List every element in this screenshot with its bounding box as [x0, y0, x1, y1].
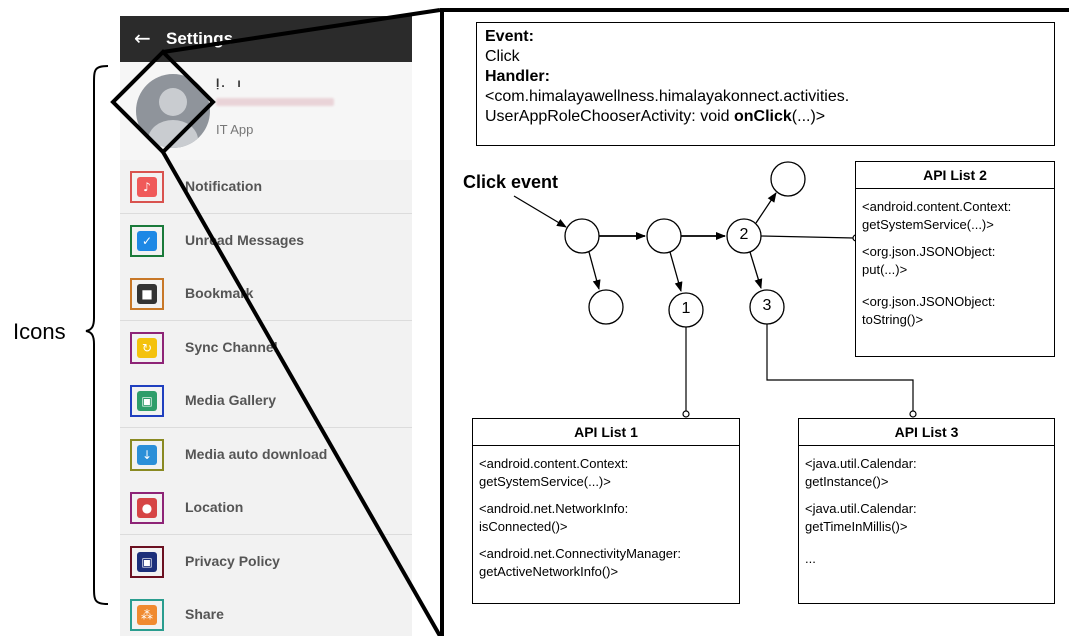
api-list-2: API List 2 <android.content.Context:getS…	[855, 161, 1055, 357]
settings-item-location[interactable]: ● Location	[120, 481, 412, 535]
node-1-label: 1	[681, 300, 691, 317]
settings-item-label: Media Gallery	[185, 392, 277, 408]
settings-item-bookmark[interactable]: ■ Bookmark	[120, 267, 412, 321]
api-list-3-entry: <java.util.Calendar:getTimeInMillis()>	[805, 501, 917, 534]
avatar-head-shape	[159, 88, 187, 116]
location-pin-icon: ●	[130, 492, 164, 524]
avatar-highlight-diamond	[110, 49, 216, 155]
node-3-label: 3	[762, 297, 772, 314]
zoom-line-top	[162, 8, 441, 54]
edge-entry-to-leaf	[588, 251, 601, 290]
settings-item-notification[interactable]: ♪ Notification	[120, 160, 412, 214]
settings-item-label: Share	[185, 606, 224, 622]
api-list-3-title: API List 3	[799, 419, 1054, 446]
connector-end-list3	[909, 410, 917, 418]
edge-a-to-1	[669, 251, 683, 292]
api-list-2-entry: <android.content.Context:getSystemServic…	[862, 199, 1012, 232]
bell-icon-glyph: ♪	[137, 177, 157, 197]
event-value: Click	[485, 48, 520, 65]
event-handler-box: Event: Click Handler: <com.himalayawelln…	[476, 22, 1055, 146]
edge-click-to-entry	[513, 195, 567, 228]
edge-2-to-top	[755, 192, 777, 224]
bookmark-icon: ■	[130, 278, 164, 310]
api-list-2-entry: <org.json.JSONObject:put(...)>	[862, 244, 996, 277]
edge-2-to-3	[749, 251, 763, 289]
check-icon-glyph: ✓	[137, 230, 157, 251]
bookmark-icon-glyph: ■	[137, 284, 157, 304]
settings-toolbar: ← Settings	[120, 16, 412, 62]
sync-icon-glyph: ↻	[137, 337, 157, 358]
handler-line-2-prefix: UserAppRoleChooserActivity: void	[485, 108, 734, 125]
settings-item-label: Media auto download	[185, 445, 328, 462]
handler-line-2-suffix: (...)>	[791, 108, 826, 125]
graph-node-top	[770, 161, 806, 197]
api-list-1-entry: <android.net.NetworkInfo:isConnected()>	[479, 501, 629, 534]
node-2-label: 2	[739, 226, 749, 243]
download-icon: ↓	[130, 438, 164, 471]
settings-item-label: Sync Channel	[185, 338, 278, 355]
settings-item-media-gallery[interactable]: ▣ Media Gallery	[120, 374, 412, 428]
connector-end-list1	[682, 410, 690, 418]
bell-icon: ♪	[130, 171, 164, 203]
zoom-line-bottom	[161, 151, 442, 636]
download-icon-glyph: ↓	[137, 444, 157, 465]
profile-redacted-info	[216, 98, 334, 106]
settings-item-unread-messages[interactable]: ✓Unread Messages	[120, 213, 412, 268]
check-icon: ✓	[130, 224, 164, 257]
icons-label: Icons	[13, 319, 66, 344]
gallery-icon: ▣	[130, 385, 164, 417]
api-list-1-entry: <android.net.ConnectivityManager:getActi…	[479, 546, 681, 579]
share-icon-glyph: ⁂	[137, 605, 157, 625]
settings-item-label: Bookmark	[185, 285, 254, 301]
click-event-label: Click event	[463, 172, 559, 192]
handler-method: onClick	[734, 108, 792, 125]
settings-item-label: Location	[185, 499, 244, 515]
api-list-3-entry: ...	[805, 551, 816, 566]
graph-node-leaf	[588, 289, 624, 325]
handler-heading: Handler:	[485, 68, 550, 85]
settings-item-label: Privacy Policy	[185, 552, 280, 569]
api-list-1-entry: <android.content.Context:getSystemServic…	[479, 456, 629, 489]
settings-item-share[interactable]: ⁂ Share	[120, 588, 412, 636]
settings-item-label: Notification	[185, 178, 262, 194]
connector-node3-list3	[766, 324, 914, 411]
api-list-1: API List 1 <android.content.Context:getS…	[472, 418, 740, 604]
profile-app-name: IT App	[216, 122, 254, 137]
event-heading: Event:	[485, 28, 534, 45]
api-list-2-title: API List 2	[856, 162, 1054, 189]
back-arrow-icon[interactable]: ←	[134, 26, 151, 50]
api-list-2-entry: <org.json.JSONObject:toString()>	[862, 294, 996, 327]
lock-icon: ▣	[130, 545, 164, 578]
settings-item-privacy-policy[interactable]: ▣ Privacy Policy	[120, 534, 412, 589]
share-icon: ⁂	[130, 599, 164, 631]
handler-line-2: UserAppRoleChooserActivity: void onClick…	[485, 107, 1054, 127]
handler-line-1: <com.himalayawellness.himalayakonnect.ac…	[485, 88, 850, 105]
sync-icon: ↻	[130, 331, 164, 364]
location-pin-icon-glyph: ●	[137, 498, 157, 518]
zoom-frame	[440, 8, 1069, 636]
api-list-3-entry: <java.util.Calendar:getInstance()>	[805, 456, 917, 489]
api-list-1-title: API List 1	[473, 419, 739, 446]
connector-node2-list2	[760, 235, 855, 239]
api-list-3: API List 3 <java.util.Calendar:getInstan…	[798, 418, 1055, 604]
lock-icon-glyph: ▣	[137, 551, 157, 572]
gallery-icon-glyph: ▣	[137, 391, 157, 411]
icons-brace	[85, 65, 109, 605]
profile-name: Ị. ı	[216, 76, 243, 90]
